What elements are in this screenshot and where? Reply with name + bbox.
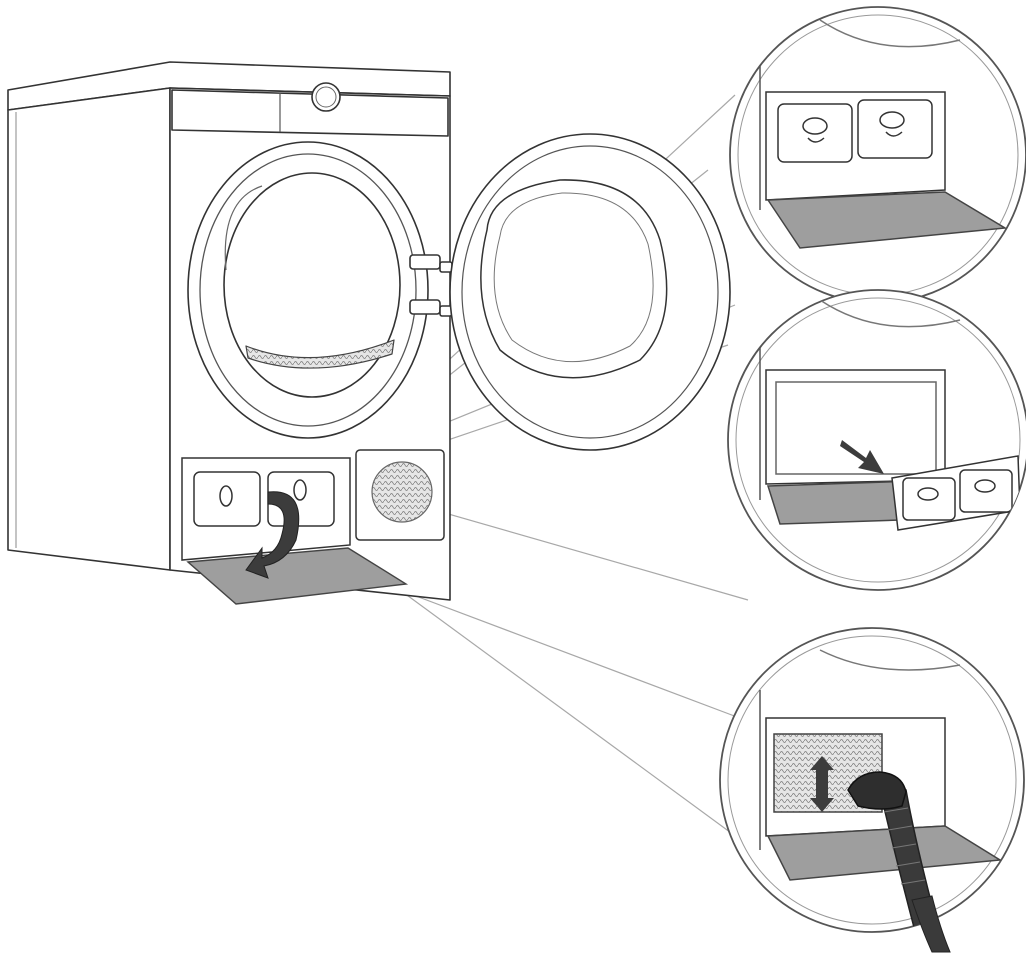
open-flap-top [766, 191, 1008, 249]
drum-opening [223, 172, 401, 398]
door-hinge-bottom [409, 299, 441, 315]
empty-compartment [765, 369, 946, 485]
dryer-side-panel [7, 87, 171, 571]
compartment-flap [186, 547, 409, 605]
curved-arrow-down-icon [245, 491, 300, 579]
detail-circle-bottom [719, 627, 1025, 953]
vent-grille [371, 461, 433, 523]
dryer-open-door [449, 133, 731, 451]
filter-compartment [181, 449, 445, 561]
door-hinge-top [409, 254, 441, 270]
drum-lint-filter [245, 339, 395, 369]
detail-circle-top [729, 6, 1026, 304]
diagonal-arrow-icon [840, 440, 884, 474]
brush-nozzle [847, 771, 907, 810]
double-arrow-vertical-icon [810, 756, 834, 812]
detail-circle-middle [727, 289, 1026, 591]
